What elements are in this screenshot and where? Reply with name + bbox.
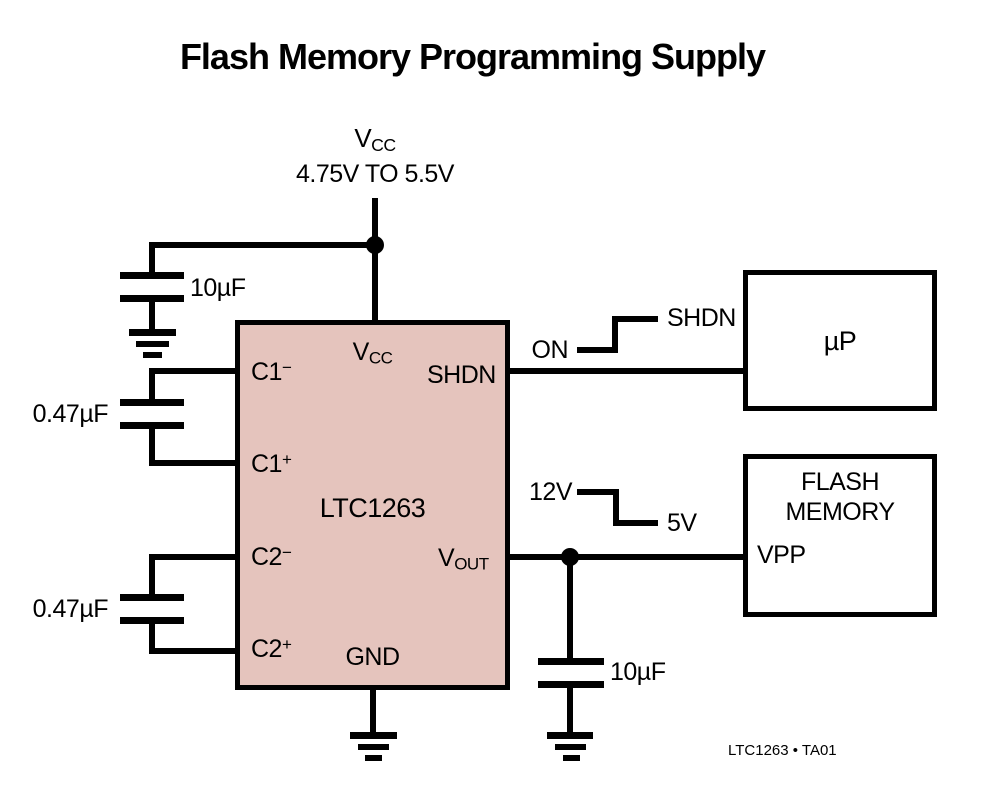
pin-c2m-sign: − bbox=[281, 543, 292, 562]
vcc-supply-base: V bbox=[354, 123, 372, 153]
wire-vcc-branch bbox=[149, 242, 375, 248]
pin-c2m-base: C2 bbox=[251, 543, 282, 572]
ground-bar-mid bbox=[555, 744, 586, 750]
shdn-wave-low-line bbox=[577, 347, 617, 353]
cout-plate-top bbox=[538, 658, 604, 665]
wire-cin-bottom bbox=[149, 302, 155, 332]
shdn-wave-low-label: ON bbox=[531, 336, 569, 364]
pin-c2p-sign: + bbox=[281, 635, 292, 654]
pin-label-vout: VOUT bbox=[438, 544, 489, 579]
wire-c1-minus bbox=[149, 368, 241, 374]
figure-reference: LTC1263 • TA01 bbox=[728, 742, 837, 759]
pin-label-c1-minus: C1− bbox=[251, 354, 292, 387]
vcc-supply-label: VCC bbox=[325, 124, 425, 159]
c2-value-label: 0.47µF bbox=[32, 595, 109, 623]
pin-label-vcc: VCC bbox=[240, 338, 505, 373]
c1-plate-bottom bbox=[120, 422, 184, 429]
pin-c2p-base: C2 bbox=[251, 635, 282, 664]
microprocessor-block: µP bbox=[743, 270, 937, 411]
c2-plate-bottom bbox=[120, 617, 184, 624]
flash-memory-label: FLASH MEMORY bbox=[748, 467, 932, 527]
wire-c2-vert-top bbox=[149, 554, 155, 597]
pin-label-c1-plus: C1+ bbox=[251, 446, 292, 479]
pin-label-c2-minus: C2− bbox=[251, 539, 292, 572]
wire-gnd-stub bbox=[370, 690, 376, 735]
cin-value-label: 10µF bbox=[190, 274, 246, 302]
wire-c1-vert-bottom bbox=[149, 429, 155, 463]
vpp-wave-high-line bbox=[577, 489, 619, 495]
ground-bar-mid bbox=[358, 744, 389, 750]
shdn-wave-high-label: SHDN bbox=[667, 304, 736, 332]
wire-vcc-drop bbox=[372, 198, 378, 324]
vcc-supply-sub: CC bbox=[371, 134, 396, 155]
cout-plate-bottom bbox=[538, 681, 604, 688]
c2-plate-top bbox=[120, 594, 184, 601]
pin-label-shdn: SHDN bbox=[427, 361, 496, 389]
pin-vcc-base: V bbox=[352, 338, 370, 366]
wire-cin-top bbox=[149, 245, 155, 277]
wire-c2-minus bbox=[149, 554, 241, 560]
schematic-title: Flash Memory Programming Supply bbox=[179, 36, 766, 77]
c1-value-label: 0.47µF bbox=[32, 400, 109, 428]
ground-bar-wide bbox=[129, 329, 176, 336]
chip-part-number: LTC1263 bbox=[319, 493, 426, 523]
wire-vout-net bbox=[507, 554, 747, 560]
ground-bar-mid bbox=[136, 341, 169, 347]
wire-cout-top bbox=[567, 557, 573, 662]
microprocessor-label: µP bbox=[823, 325, 857, 356]
vpp-wave-step bbox=[613, 489, 619, 526]
pin-label-c2-plus: C2+ bbox=[251, 631, 292, 664]
vcc-range-label: 4.75V TO 5.5V bbox=[296, 160, 454, 188]
vpp-wave-low-line bbox=[613, 520, 658, 526]
wire-c2-plus bbox=[149, 648, 241, 654]
ground-bar-wide bbox=[547, 732, 593, 739]
cin-plate-top bbox=[120, 272, 184, 279]
vpp-wave-high-label: 12V bbox=[529, 478, 572, 506]
c1-plate-top bbox=[120, 399, 184, 406]
pin-c1m-base: C1 bbox=[251, 358, 282, 387]
wire-c1-vert-top bbox=[149, 368, 155, 402]
cin-plate-bottom bbox=[120, 295, 184, 302]
ic-ltc1263: C1− VCC SHDN C1+ LTC1263 C2− VOUT C2+ GN… bbox=[235, 320, 510, 690]
cout-value-label: 10µF bbox=[610, 658, 666, 686]
wire-shdn-net bbox=[507, 368, 747, 374]
vpp-wave-low-label: 5V bbox=[667, 509, 697, 537]
ground-bar-small bbox=[143, 352, 162, 358]
ground-bar-small bbox=[365, 755, 382, 761]
flash-vpp-pin-label: VPP bbox=[757, 541, 806, 569]
pin-label-gnd: GND bbox=[345, 643, 400, 671]
flash-memory-label-line2: MEMORY bbox=[785, 498, 895, 526]
ground-bar-small bbox=[563, 755, 580, 761]
wire-cout-bottom bbox=[567, 688, 573, 735]
shdn-wave-step bbox=[612, 316, 618, 353]
wire-c1-plus bbox=[149, 460, 241, 466]
junction-dot-vcc bbox=[366, 236, 384, 254]
ground-bar-wide bbox=[350, 732, 397, 739]
pin-vout-base: V bbox=[438, 544, 455, 572]
wire-c2-vert-bottom bbox=[149, 624, 155, 653]
pin-c1p-base: C1 bbox=[251, 450, 282, 479]
shdn-wave-high-line bbox=[612, 316, 658, 322]
pin-c1m-sign: − bbox=[281, 358, 292, 377]
pin-vcc-sub: CC bbox=[368, 348, 393, 368]
flash-memory-label-line1: FLASH bbox=[800, 468, 880, 496]
pin-c1p-sign: + bbox=[281, 450, 292, 469]
flash-memory-block: FLASH MEMORY VPP bbox=[743, 454, 937, 617]
pin-vout-sub: OUT bbox=[454, 554, 489, 574]
